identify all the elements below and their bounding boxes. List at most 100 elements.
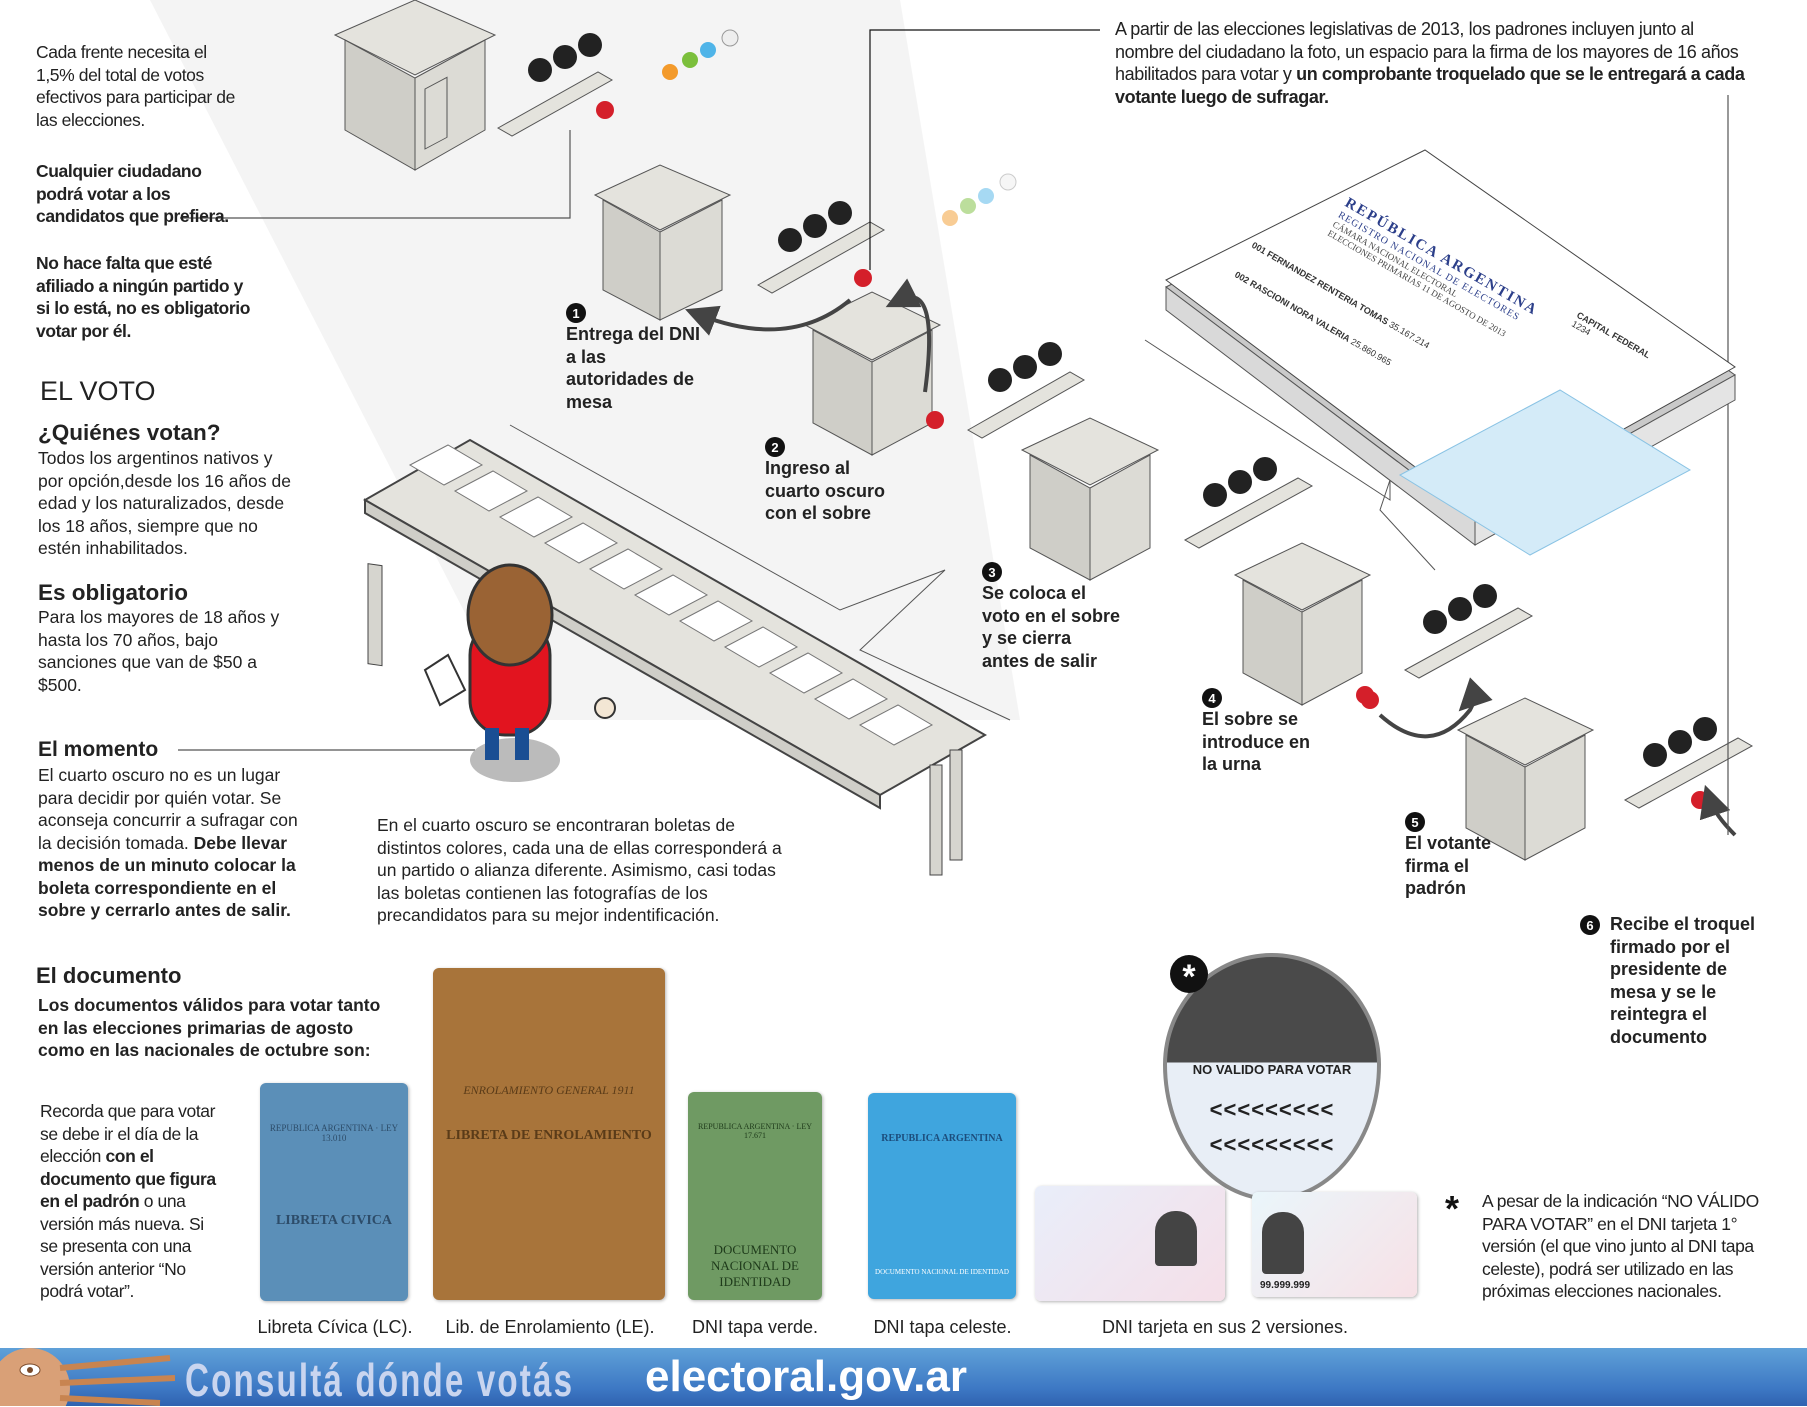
libreta-enrolamiento-cover-title: LIBRETA DE ENROLAMIENTO xyxy=(446,1128,652,1143)
dni-celeste-image: REPUBLICA ARGENTINA DOCUMENTO NACIONAL D… xyxy=(868,1093,1016,1299)
dni-footnote: A pesar de la indicación “NO VÁLIDO PARA… xyxy=(1482,1191,1759,1301)
step-6: 6 Recibe el troquel firmado por el presi… xyxy=(1580,913,1780,1048)
step-2-label: Ingreso al cuarto oscuro con el sobre xyxy=(765,458,886,523)
step-2-number: 2 xyxy=(765,437,785,457)
libreta-civica-image: REPUBLICA ARGENTINA · LEY 13.010 LIBRETA… xyxy=(260,1083,408,1301)
documento-reminder-text-2: o una versión más nueva. Si se presenta … xyxy=(40,1191,204,1301)
documento-reminder-bold: con el documento que figura en el padrón xyxy=(40,1146,216,1211)
es-obligatorio-text: Para los mayores de 18 años y hasta los … xyxy=(38,607,280,695)
mesa-table-2 xyxy=(756,201,886,294)
el-momento-title: El momento xyxy=(38,738,159,761)
ballot-stack xyxy=(543,522,619,564)
sol-de-mayo-icon xyxy=(0,1348,175,1406)
booth-top-left xyxy=(333,0,497,171)
ballot-stack xyxy=(498,496,574,538)
documento-reminder: Recorda que para votar se debe ir el día… xyxy=(40,1100,220,1303)
el-momento-text-bold: Debe llevar menos de un minuto colocar l… xyxy=(38,832,296,921)
mesa-table-3 xyxy=(966,342,1086,439)
step-2: 2 Ingreso al cuarto oscuro con el sobre xyxy=(765,437,910,525)
intro-percentage-text: Cada frente necesita el 1,5% del total d… xyxy=(36,42,235,130)
ballot-stack xyxy=(633,574,709,616)
mesa-table-5 xyxy=(1361,584,1534,709)
step-4-number: 4 xyxy=(1202,688,1222,708)
electoral-gov-link[interactable]: electoral.gov.ar xyxy=(645,1352,967,1401)
booth-3 xyxy=(1020,417,1160,581)
ballot-stack xyxy=(588,548,664,590)
bottom-banner xyxy=(0,1348,1807,1406)
libreta-enrolamiento-cover-sub: ENROLAMIENTO GENERAL 1911 xyxy=(463,1083,635,1097)
voter-at-booth-2 xyxy=(926,411,944,429)
libreta-civica-cover-sub: REPUBLICA ARGENTINA · LEY 13.010 xyxy=(269,1123,399,1143)
es-obligatorio-title: Es obligatorio xyxy=(38,580,189,605)
ballot-stack xyxy=(408,444,484,486)
step-4-label: El sobre se introduce en la urna xyxy=(1202,709,1311,774)
step-3-number: 3 xyxy=(982,562,1002,582)
caption-dni-verde: DNI tapa verde. xyxy=(691,1317,819,1337)
mesa-table-6 xyxy=(1623,717,1754,809)
connector-line-intro xyxy=(180,130,571,219)
dni-card-number: 99.999.999 xyxy=(1260,1280,1311,1291)
portrait-silhouette-icon xyxy=(1155,1211,1197,1266)
ballot-stack xyxy=(813,678,889,720)
voter-queue-1 xyxy=(662,29,739,80)
quienes-votan-text: Todos los argentinos nativos y por opció… xyxy=(38,448,291,558)
dni-verde-cover-sub: REPUBLICA ARGENTINA · LEY 17.671 xyxy=(698,1122,812,1140)
padron-note: A partir de las elecciones legislativas … xyxy=(1115,18,1750,108)
mesa-table-1 xyxy=(496,33,614,137)
dni-verde-cover-title: DOCUMENTO NACIONAL DE IDENTIDAD xyxy=(711,1242,799,1289)
no-valido-zoom-bubble: NO VALIDO PARA VOTAR <<<<<<<<< <<<<<<<<< xyxy=(1163,953,1381,1201)
step-4: 4 El sobre se introduce en la urna xyxy=(1202,688,1322,776)
arrow-step-2 xyxy=(885,278,932,393)
no-valido-label: NO VALIDO PARA VOTAR xyxy=(1192,1062,1352,1077)
footnote-asterisk-icon: * xyxy=(1445,1188,1460,1229)
padron-note-text: A partir de las elecciones legislativas … xyxy=(1115,19,1739,84)
dni-celeste-cover-title: REPUBLICA ARGENTINA xyxy=(881,1133,1003,1144)
step-1-label: Entrega del DNI a las autoridades de mes… xyxy=(566,324,701,412)
mesa-table-4 xyxy=(1183,457,1314,549)
step-6-number: 6 xyxy=(1580,915,1600,935)
libreta-civica-cover-title: LIBRETA CIVICA xyxy=(275,1213,393,1228)
background-shade xyxy=(150,0,1020,720)
mrz-chevrons: <<<<<<<<< xyxy=(1209,1132,1335,1157)
envelope xyxy=(423,653,467,707)
el-voto-title: EL VOTO xyxy=(40,376,156,406)
libreta-enrolamiento-image: ENROLAMIENTO GENERAL 1911 LIBRETA DE ENR… xyxy=(433,968,665,1300)
booth-5 xyxy=(1456,697,1595,861)
booth-1 xyxy=(593,164,732,321)
dni-tarjeta-v2-image: 99.999.999 xyxy=(1252,1192,1417,1297)
cuarto-oscuro-bubble xyxy=(509,424,1011,721)
arrow-step-1 xyxy=(685,298,852,336)
dni-celeste-cover-sub: DOCUMENTO NACIONAL DE IDENTIDAD xyxy=(875,1268,1009,1276)
step-1-number: 1 xyxy=(566,303,586,323)
arrow-step-4 xyxy=(1378,677,1493,739)
step-1: 1 Entrega del DNI a las autoridades de m… xyxy=(566,303,706,413)
ballot-stacks xyxy=(408,444,934,746)
dni-verde-image: REPUBLICA ARGENTINA · LEY 17.671 DOCUMEN… xyxy=(688,1092,822,1300)
quienes-votan-title: ¿Quiénes votan? xyxy=(38,420,221,445)
ballot-stack xyxy=(723,626,799,668)
dni-tarjeta-v1-image xyxy=(1035,1186,1225,1301)
intro-affiliation-text: No hace falta que esté afiliado a ningún… xyxy=(36,253,250,341)
connector-line-padron xyxy=(869,29,1100,270)
booth-4 xyxy=(1233,542,1372,706)
mrz-chevrons: <<<<<<<<< xyxy=(1209,1097,1335,1122)
ballot-stack xyxy=(453,470,529,512)
step-5-number: 5 xyxy=(1405,812,1425,832)
intro-any-candidate-text: Cualquier ciudadano podrá votar a los ca… xyxy=(36,161,229,226)
caption-libreta-enrolamiento: Lib. de Enrolamiento (LE). xyxy=(445,1317,655,1337)
ballot-stack xyxy=(858,704,934,746)
documento-reminder-text-1: Recorda que para votar se debe ir el día… xyxy=(40,1101,216,1166)
voter-figure xyxy=(423,563,616,782)
ballot-stack xyxy=(678,600,754,642)
padron-stack xyxy=(1165,149,1736,556)
caption-libreta-civica: Libreta Cívica (LC). xyxy=(257,1317,413,1337)
arrow-step-6 xyxy=(1699,784,1737,837)
voter-queue-2 xyxy=(942,173,1017,226)
booth-2 xyxy=(803,291,942,456)
asterisk-badge-icon: * xyxy=(1170,955,1208,996)
step-6-label: Recibe el troquel firmado por el preside… xyxy=(1610,914,1756,1047)
el-momento-text-normal: El cuarto oscuro no es un lugar para dec… xyxy=(38,765,298,853)
step-3: 3 Se coloca el voto en el sobre y se cie… xyxy=(982,562,1122,672)
caption-dni-celeste: DNI tapa celeste. xyxy=(873,1317,1012,1337)
